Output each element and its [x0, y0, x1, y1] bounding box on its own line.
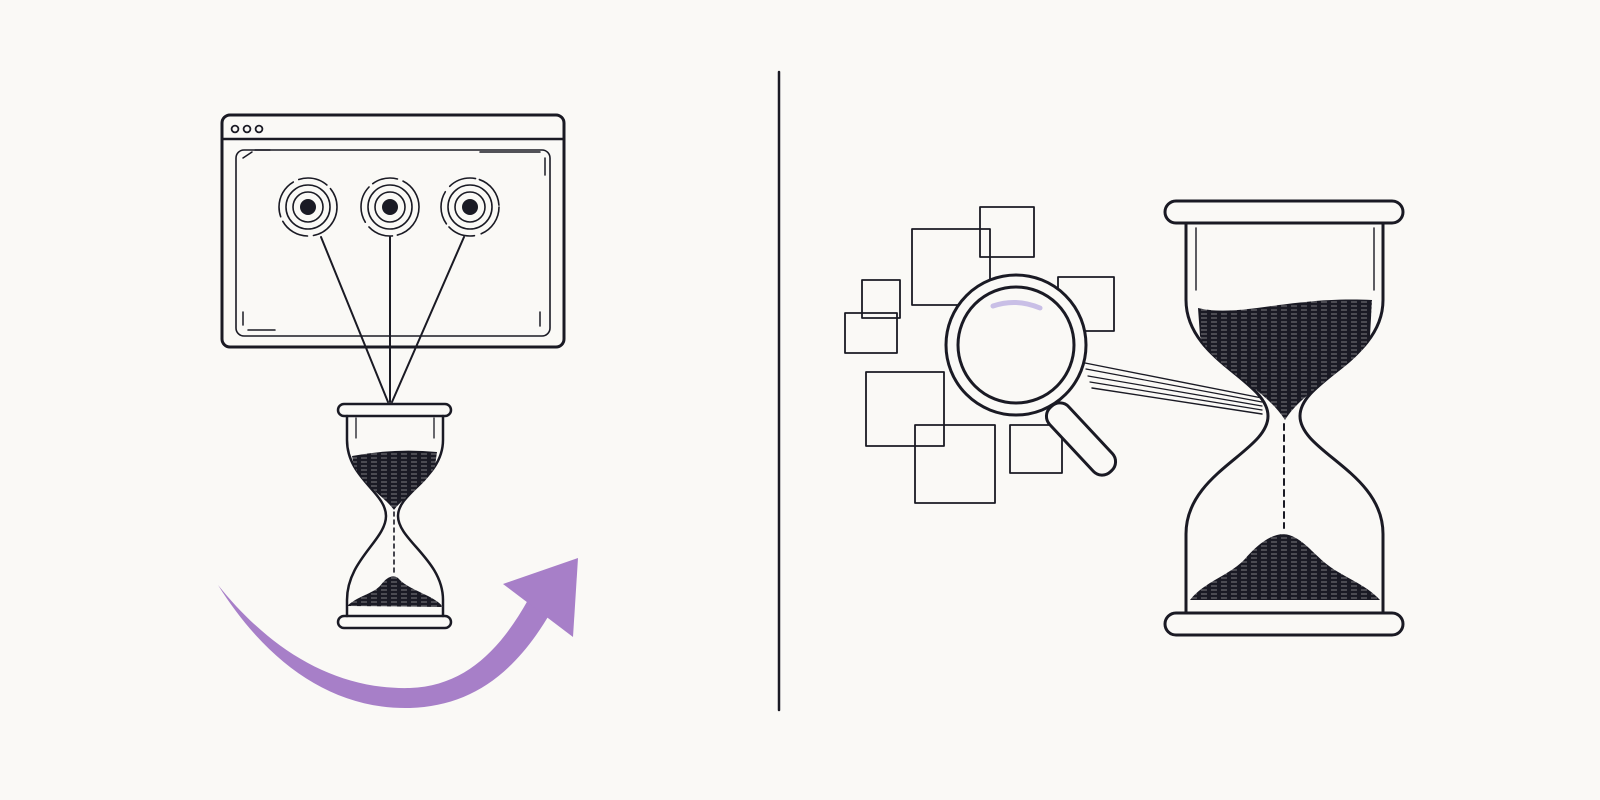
- hourglass-icon: [1163, 199, 1405, 637]
- window-dot-icon: [254, 124, 264, 134]
- sand-bottom: [347, 576, 443, 607]
- sand-top: [352, 450, 437, 510]
- window-dot-icon: [230, 124, 240, 134]
- right-panel: [844, 199, 1405, 637]
- scattered-square-icon: [844, 206, 1115, 504]
- target-dot-icon: [440, 177, 500, 237]
- browser-window-icon: [220, 113, 566, 349]
- hourglass-icon: [336, 402, 453, 630]
- magnifying-glass-icon: [944, 273, 1118, 477]
- connector-lines: [320, 236, 465, 403]
- left-panel: [218, 113, 578, 709]
- window-dot-icon: [242, 124, 252, 134]
- curved-arrow-icon: [218, 558, 578, 709]
- sand-bottom: [1190, 534, 1380, 600]
- target-dot-icon: [360, 177, 420, 237]
- target-dot-icon: [278, 177, 338, 237]
- sand-top: [1198, 299, 1372, 420]
- scan-beam: [1084, 362, 1263, 415]
